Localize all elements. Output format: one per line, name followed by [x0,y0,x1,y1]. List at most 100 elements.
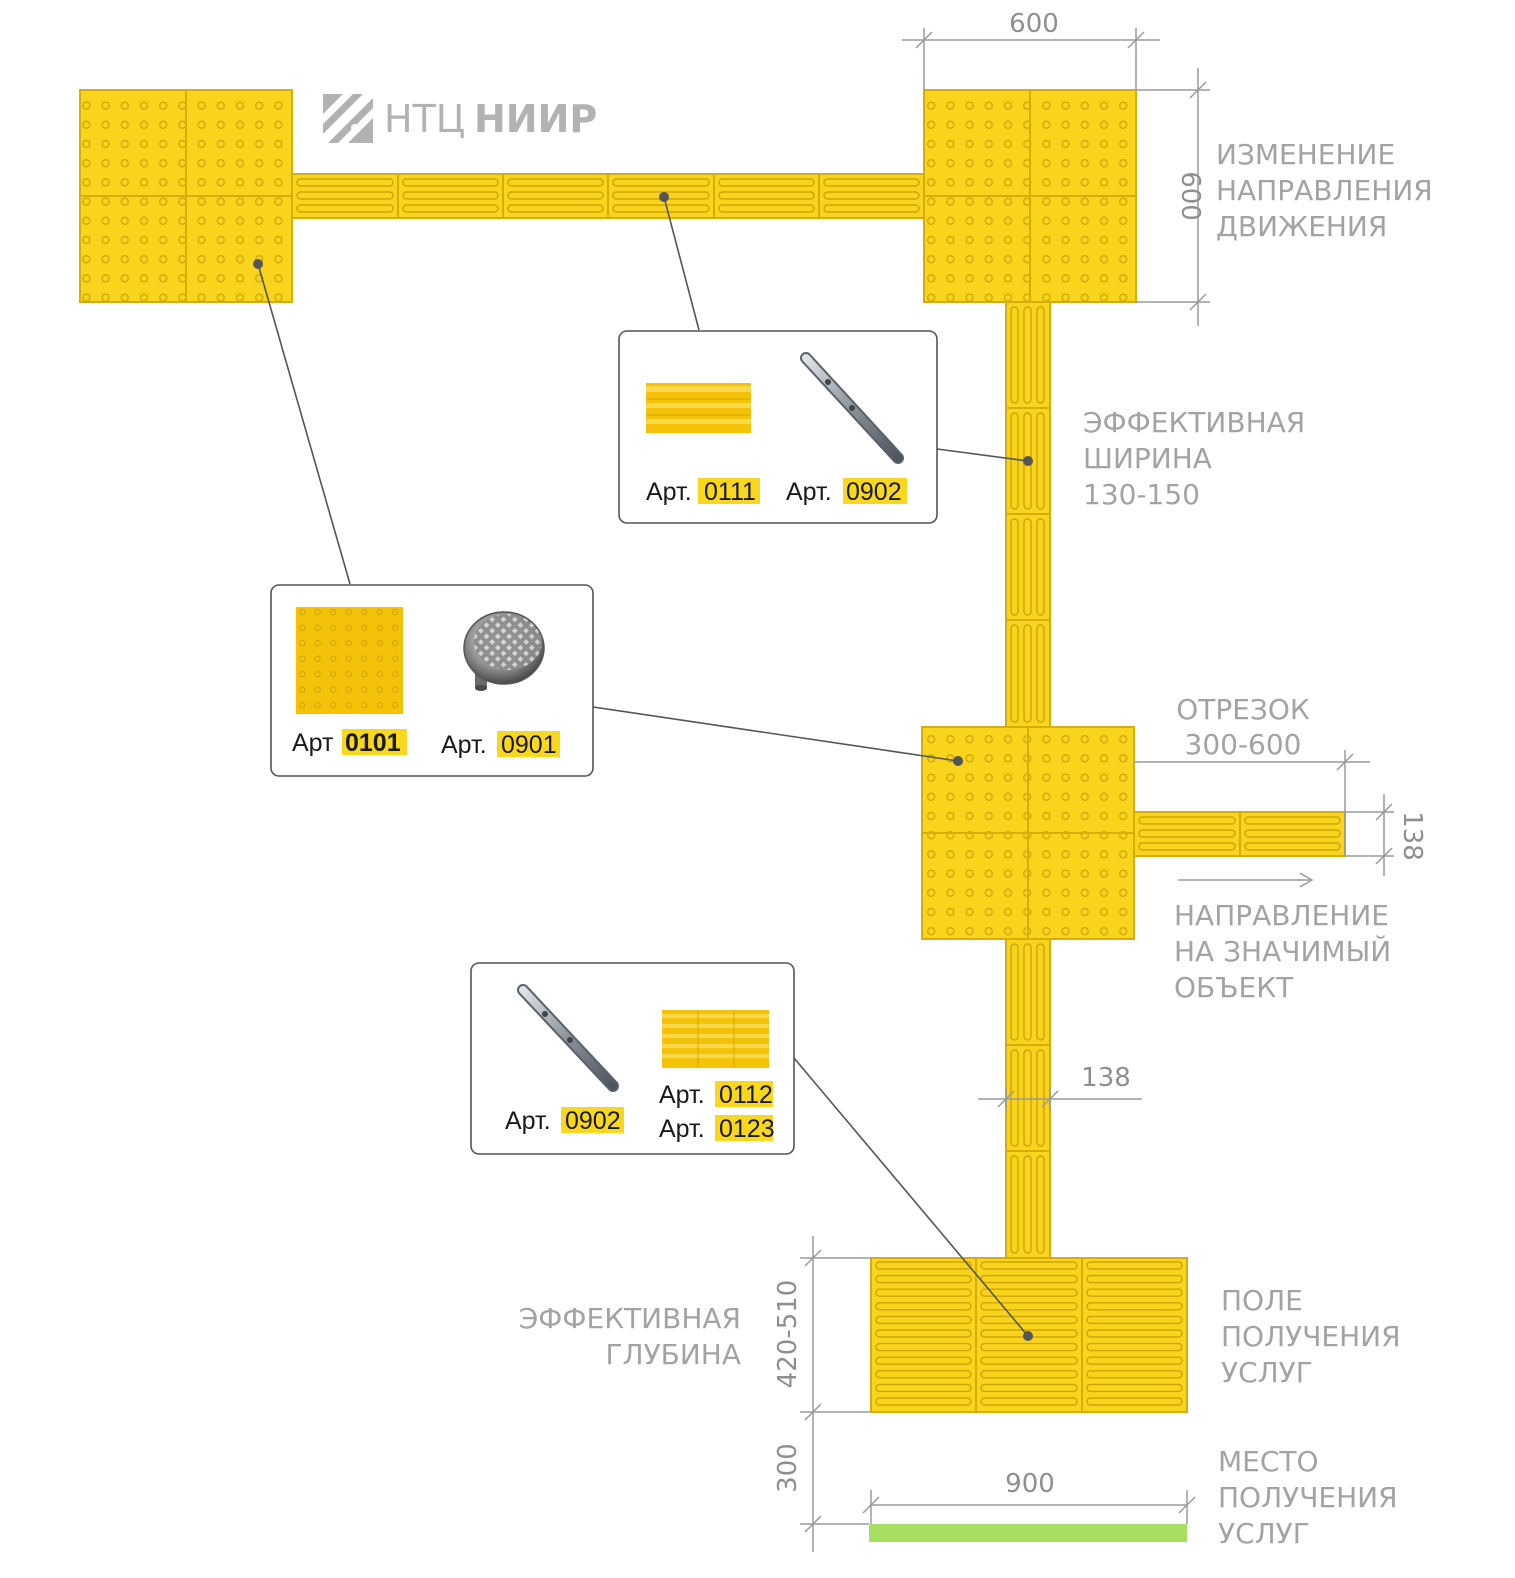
label-direction-change: ИЗМЕНЕНИЕ НАПРАВЛЕНИЯ ДВИЖЕНИЯ [1216,138,1433,243]
field-bar [1086,1356,1183,1365]
field-bar [875,1397,972,1406]
field-bar [980,1261,1078,1270]
label-service-field-line1: ПОЛЕ [1221,1284,1303,1317]
callout-field-right-prefix-2: Арт. [659,1115,705,1143]
dim-branch-height: 138 [1397,811,1427,861]
callout-dots: Арт 0101 Арт. 0901 [270,584,594,777]
field-bar [875,1274,972,1284]
callout-dots-right-code: 0901 [501,731,557,759]
service-place-bar [869,1524,1187,1542]
callout-linear-right-prefix: Арт. [786,478,832,506]
field-bar [980,1302,1078,1311]
field-bar [980,1288,1078,1297]
callout-dots-left-prefix: Арт [292,729,334,757]
label-service-field-line3: УСЛУГ [1221,1356,1313,1389]
label-service-place-line2: ПОЛУЧЕНИЯ [1218,1481,1398,1514]
field-bar [980,1383,1078,1393]
field-bar [875,1342,972,1352]
field-bar [875,1356,972,1365]
label-service-field: ПОЛЕ ПОЛУЧЕНИЯ УСЛУГ [1221,1284,1401,1389]
callout-linear-left-code: 0111 [704,478,756,506]
callout-field-left-code: 0902 [565,1107,621,1135]
label-segment-line2: 300-600 [1185,728,1302,761]
dim-place-offset: 300 [773,1443,803,1493]
callout-linear: Арт. 0111 Арт. 0902 [618,330,938,524]
label-service-field-line2: ПОЛУЧЕНИЯ [1221,1320,1401,1353]
tile-field-image [662,1010,769,1068]
metal-stud-image [463,611,545,691]
field-bar [875,1261,972,1270]
field-bar [1086,1315,1183,1325]
metal-bar-image [800,352,904,464]
label-effective-depth: ЭФФЕКТИВНАЯ ГЛУБИНА [519,1302,741,1371]
field-bar [875,1315,972,1325]
callout-linear-right-code: 0902 [846,478,902,506]
callout-dots-right-prefix: Арт. [441,731,487,759]
dim-path-width: 138 [1081,1063,1131,1093]
field-bar [875,1329,972,1338]
dim-top-height: 600 [1175,171,1205,221]
field-bar [980,1356,1078,1365]
callout-field: Арт. 0902 Арт. 0112 Арт. 0123 [470,962,795,1155]
label-segment-line1: ОТРЕЗОК [1176,693,1310,726]
linear-strip-branch [1133,811,1346,857]
callout-field-left-prefix: Арт. [505,1107,551,1135]
label-direction-object-line1: НАПРАВЛЕНИЕ [1174,899,1389,932]
tile-linear-image [646,383,751,433]
label-service-place-line1: МЕСТО [1218,1445,1319,1478]
field-bar [980,1370,1078,1379]
dot-block-top-right [923,89,1137,303]
callout-linear-left-prefix: Арт. [646,478,692,506]
label-service-place: МЕСТО ПОЛУЧЕНИЯ УСЛУГ [1218,1445,1398,1550]
field-bar [980,1315,1078,1325]
dim-place-width: 900 [1005,1469,1055,1499]
label-effective-width-line1: ЭФФЕКТИВНАЯ [1083,406,1305,439]
label-direction-object-line2: НА ЗНАЧИМЫЙ [1174,934,1391,968]
dim-field-depth: 420-510 [773,1280,803,1389]
label-effective-width-line3: 130-150 [1083,478,1200,511]
field-bar [980,1342,1078,1352]
callout-field-right-prefix-1: Арт. [659,1081,705,1109]
leader-lines [257,196,1029,1337]
callout-field-right-code-1: 0112 [719,1081,773,1109]
field-bar [1086,1383,1183,1393]
field-bar [875,1288,972,1297]
logo-mark-icon [323,94,373,143]
logo: НТЦ НИИР [323,94,597,143]
leader-dots [253,192,1033,1341]
callout-field-right-code-2: 0123 [719,1115,775,1143]
field-bar [1086,1329,1183,1338]
field-bar [875,1302,972,1311]
field-bar [1086,1274,1183,1284]
linear-strip-top [291,173,925,219]
direction-arrow-icon [1178,872,1314,888]
label-direction-change-line3: ДВИЖЕНИЯ [1216,210,1387,243]
dimension-lines [800,28,1394,1552]
label-effective-depth-line1: ЭФФЕКТИВНАЯ [519,1302,741,1335]
label-direction-object: НАПРАВЛЕНИЕ НА ЗНАЧИМЫЙ ОБЪЕКТ [1174,899,1391,1004]
field-bar [1086,1397,1183,1406]
field-bar [1086,1342,1183,1352]
linear-strip-vertical-upper [1005,301,1051,728]
field-bar [1086,1302,1183,1311]
field-bar [875,1383,972,1393]
label-segment: ОТРЕЗОК 300-600 [1176,693,1310,761]
field-bar [1086,1261,1183,1270]
label-direction-object-line3: ОБЪЕКТ [1174,971,1294,1004]
label-effective-width: ЭФФЕКТИВНАЯ ШИРИНА 130-150 [1083,406,1305,511]
label-effective-depth-line2: ГЛУБИНА [605,1338,741,1371]
label-effective-width-line2: ШИРИНА [1083,442,1212,475]
field-bar [1086,1288,1183,1297]
logo-name: НИИР [474,97,597,141]
logo-prefix: НТЦ [384,97,465,141]
label-direction-change-line2: НАПРАВЛЕНИЯ [1216,174,1433,207]
field-bar [980,1397,1078,1406]
dim-top-width: 600 [1009,9,1059,39]
field-bar [1086,1370,1183,1379]
callout-dots-left-code: 0101 [345,729,401,757]
tile-dots-image [296,607,403,714]
label-service-place-line3: УСЛУГ [1218,1517,1310,1550]
metal-bar-image-2 [517,984,619,1092]
label-direction-change-line1: ИЗМЕНЕНИЕ [1216,138,1395,171]
